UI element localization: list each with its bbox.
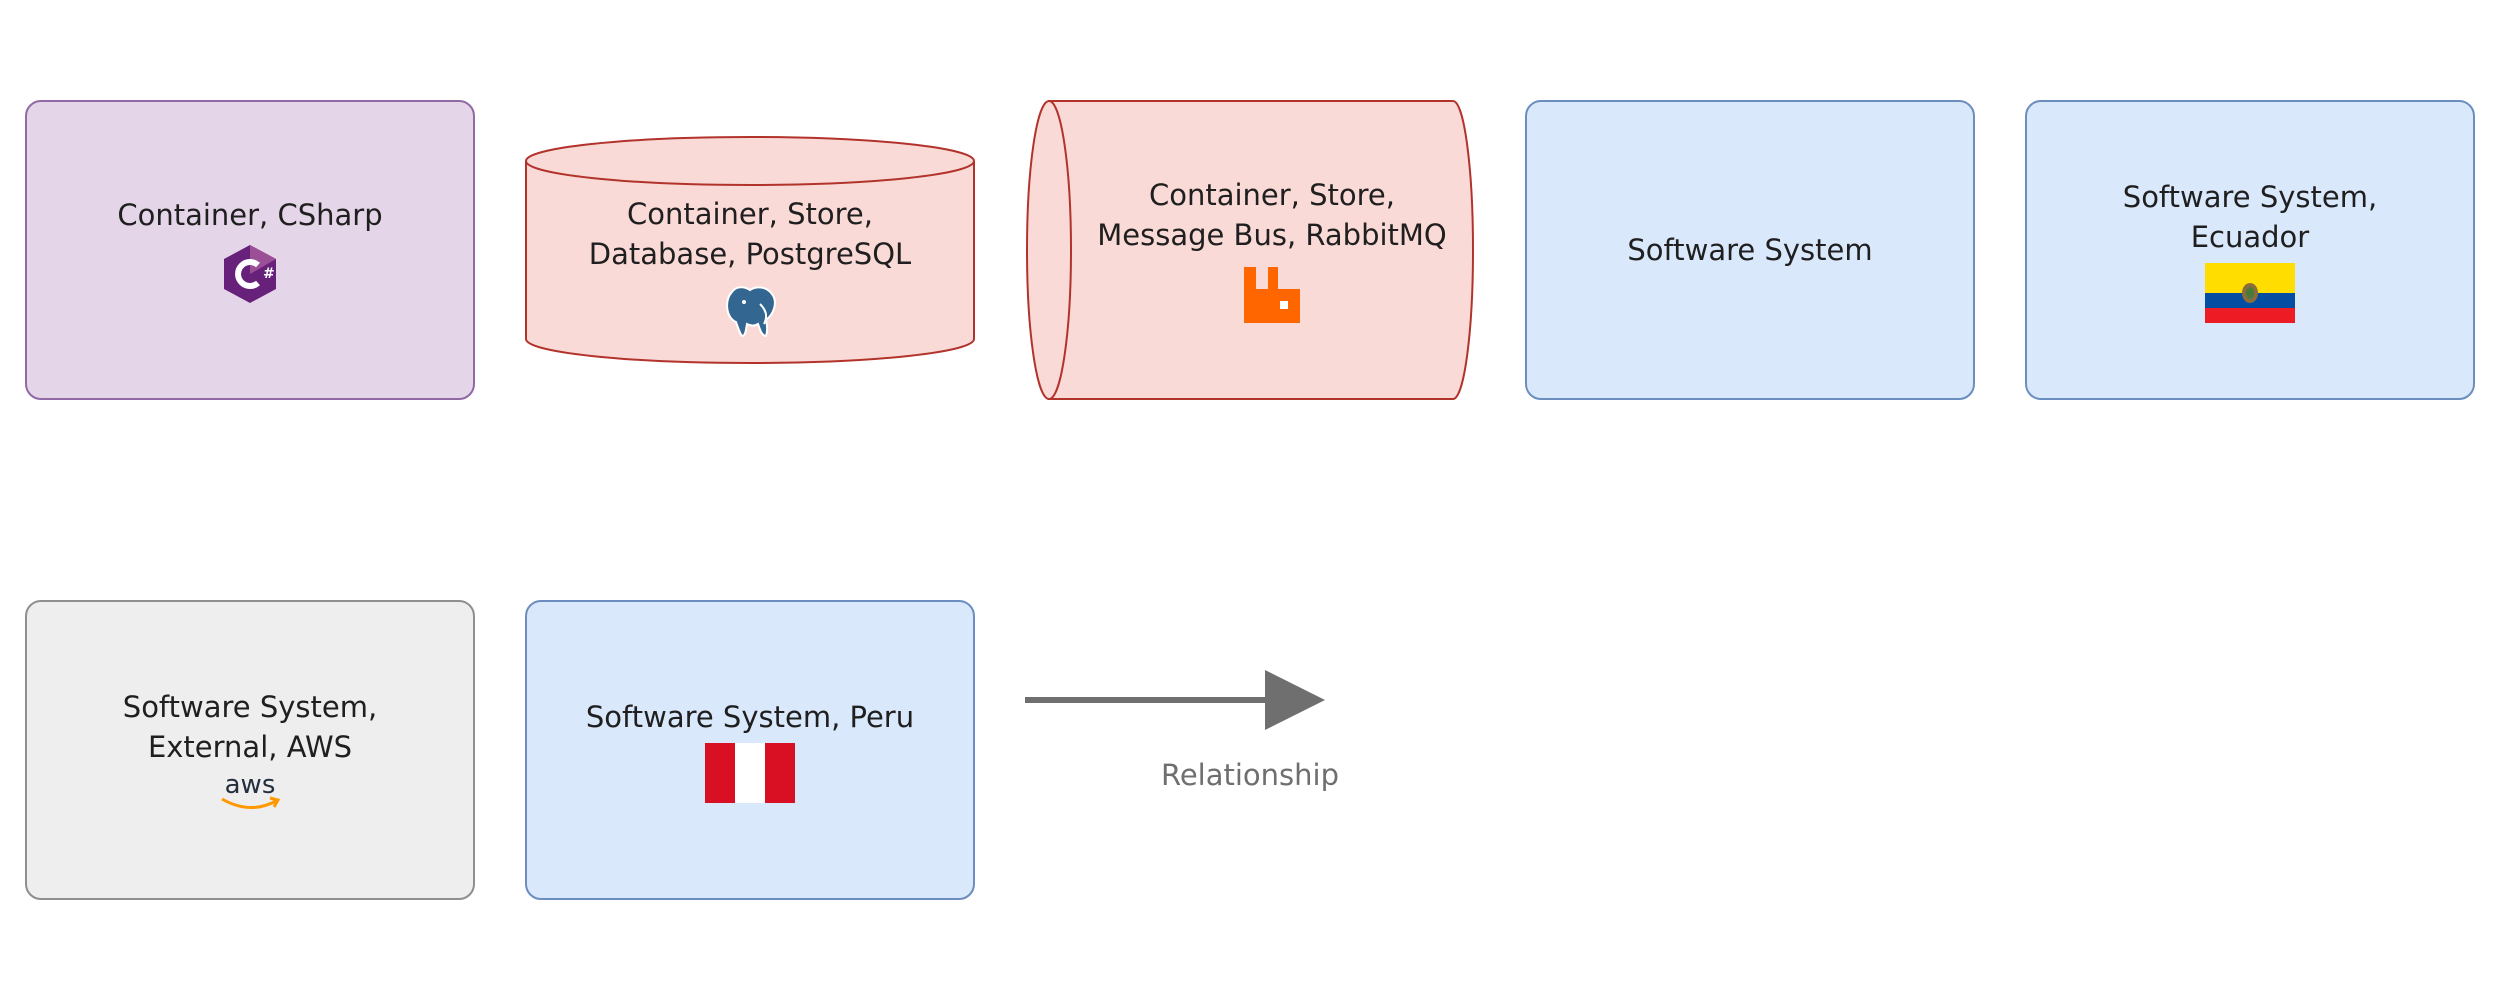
container-rabbitmq-node[interactable]: Container, Store, Message Bus, RabbitMQ — [1025, 100, 1475, 400]
node-label: Software System, Peru — [585, 700, 915, 734]
ecuador-flag-icon — [2205, 263, 2295, 323]
node-label: Container, CSharp — [117, 198, 383, 232]
node-label: Software System — [1627, 233, 1873, 267]
container-postgresql-node[interactable]: Container, Store, Database, PostgreSQL — [525, 135, 975, 365]
node-label: Software System, External, AWS — [122, 690, 378, 764]
software-system-peru-node[interactable]: Software System, Peru — [525, 600, 975, 900]
svg-text:#: # — [263, 266, 275, 282]
peru-flag-icon — [705, 743, 795, 803]
database-cylinder-shape — [525, 136, 975, 364]
postgresql-elephant-icon — [726, 286, 776, 338]
csharp-icon: # — [224, 245, 276, 303]
svg-text:aws: aws — [225, 771, 276, 800]
rabbitmq-icon — [1243, 267, 1300, 323]
software-system-aws-node[interactable]: Software System, External, AWS aws — [25, 600, 475, 900]
node-label: Container, Store, Database, PostgreSQL — [588, 197, 912, 271]
software-system-ecuador-node[interactable]: Software System, Ecuador — [2025, 100, 2475, 400]
aws-logo-icon: aws — [221, 771, 281, 809]
relationship-arrow[interactable] — [1025, 660, 1325, 740]
node-label: Container, Store, Message Bus, RabbitMQ — [1097, 178, 1447, 252]
container-csharp-node[interactable]: Container, CSharp # — [25, 100, 475, 400]
relationship-label: Relationship — [1160, 758, 1340, 792]
node-label: Software System, Ecuador — [2122, 180, 2378, 254]
software-system-node[interactable]: Software System — [1525, 100, 1975, 400]
message-bus-cylinder-shape — [1026, 100, 1474, 400]
